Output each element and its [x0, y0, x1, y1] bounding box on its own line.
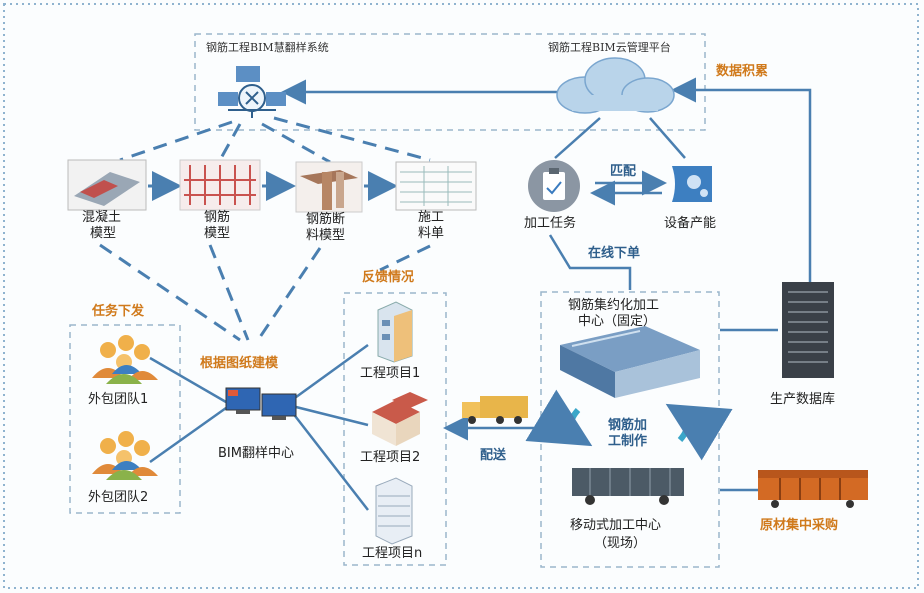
concrete-model-label-1: 混凝土 — [82, 210, 122, 225]
processing-label-2: 工制作 — [608, 434, 648, 449]
cloud-links — [149, 77, 812, 511]
server-rack-icon — [782, 282, 834, 378]
project1-building-icon — [377, 301, 413, 363]
mobile-center-label-1: 移动式加工中心 — [570, 518, 662, 533]
team2-label: 外包团队2 — [88, 490, 149, 505]
cut-model-image — [295, 161, 363, 213]
system-to-models-links — [119, 116, 431, 164]
team1-label: 外包团队1 — [88, 392, 149, 407]
bim-system-icon — [218, 66, 286, 118]
cloud-platform-title: 钢筋工程BIM云管理平台 — [548, 41, 671, 54]
factory-box — [540, 291, 720, 568]
rebar-model-image — [179, 159, 261, 211]
project2-label: 工程项目2 — [360, 450, 421, 465]
sheet-label-2: 料单 — [418, 226, 445, 241]
fixed-center-label-1: 钢筋集约化加工 — [568, 298, 660, 313]
flip-system-title: 钢筋工程BIM慧翻样系统 — [206, 41, 329, 54]
task-clipboard-icon — [528, 160, 580, 212]
online-order-label: 在线下单 — [588, 246, 641, 261]
data-accumulation-label: 数据积累 — [716, 64, 769, 79]
sheet-label-1: 施工 — [418, 210, 445, 225]
mobile-container-icon — [572, 468, 684, 505]
raw-material-train-icon — [758, 470, 868, 508]
capacity-label: 设备产能 — [664, 216, 717, 231]
system-box — [194, 33, 706, 131]
production-db-label: 生产数据库 — [770, 392, 836, 407]
rebar-model-label-2: 模型 — [204, 226, 231, 241]
delivery-label: 配送 — [480, 448, 507, 463]
project2-building-icon — [372, 392, 428, 446]
processing-label-1: 钢筋加 — [608, 418, 648, 433]
bim-center-label: BIM翻样中心 — [218, 446, 294, 461]
match-label: 匹配 — [610, 164, 637, 179]
delivery-truck-icon — [462, 396, 528, 424]
models-to-center-links — [99, 243, 431, 342]
cut-model-label-2: 料模型 — [306, 228, 346, 243]
mobile-center-label-2: （现场） — [594, 536, 647, 551]
team1-people-icon — [92, 335, 158, 384]
processing-cycle-icon — [525, 389, 733, 461]
concrete-model-label-2: 模型 — [90, 226, 117, 241]
projectn-building-icon — [375, 477, 413, 545]
factory-building-icon — [560, 326, 700, 398]
cut-model-label-1: 钢筋断 — [306, 212, 346, 227]
bim-center-computers-icon — [225, 387, 297, 420]
raw-purchase-label: 原材集中采购 — [760, 518, 839, 533]
modeling-label: 根据图纸建模 — [200, 356, 279, 371]
teams-box — [69, 324, 181, 514]
team2-people-icon — [92, 431, 158, 480]
fixed-center-label-2: 中心（固定） — [578, 314, 657, 329]
feedback-label: 反馈情况 — [362, 270, 415, 285]
cloud-icon — [556, 57, 675, 114]
projectn-label: 工程项目n — [362, 546, 423, 561]
outer-frame — [3, 3, 919, 589]
material-sheet-image — [395, 161, 477, 211]
project1-label: 工程项目1 — [360, 366, 421, 381]
task-dispatch-label: 任务下发 — [92, 304, 145, 319]
rebar-model-label-1: 钢筋 — [204, 210, 231, 225]
task-label: 加工任务 — [524, 216, 577, 231]
concrete-model-image — [67, 159, 147, 211]
capacity-gears-icon — [672, 166, 712, 202]
